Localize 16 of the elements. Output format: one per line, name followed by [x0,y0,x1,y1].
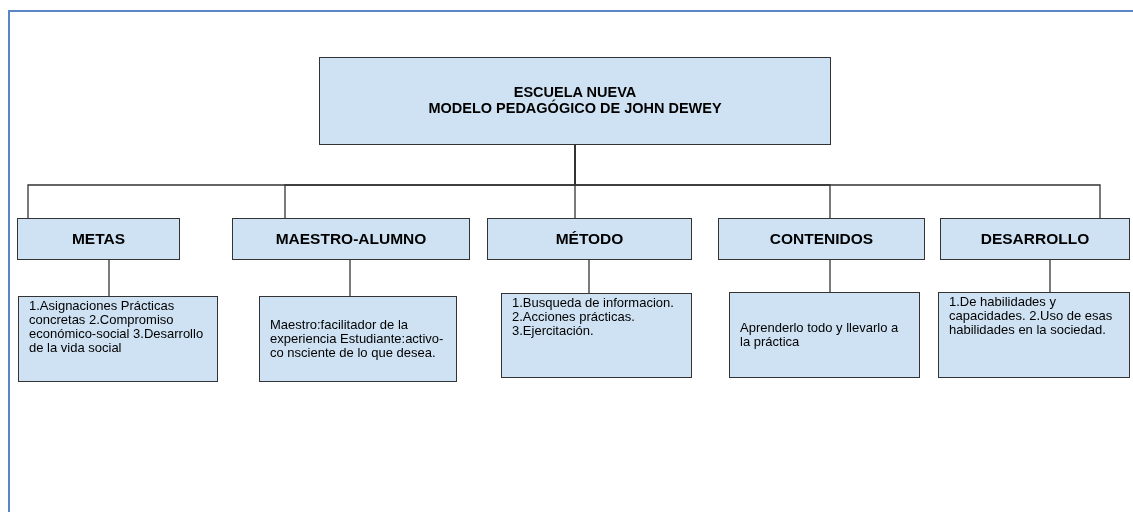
connector-line [588,259,590,294]
connector-line [349,259,351,297]
category-box: METAS [17,218,180,260]
category-box: DESARROLLO [940,218,1130,260]
detail-box: Maestro:facilitador de la experiencia Estudiante:activo-co nsciente de lo que desea. [259,296,457,382]
category-box: MÉTODO [487,218,692,260]
detail-box: 1.De habilidades y capacidades. 2.Uso de esas habilidades en la sociedad. [938,292,1130,378]
detail-box: 1.Asignaciones Prácticas concretas 2.Compromiso económico-social 3.Desarrollo de la vida social [18,296,218,382]
category-box: CONTENIDOS [718,218,925,260]
category-box: MAESTRO-ALUMNO [232,218,470,260]
connector-line [829,259,831,293]
connector-line [108,259,110,297]
title-box: ESCUELA NUEVA MODELO PEDAGÓGICO DE JOHN DEWEY [319,57,831,145]
detail-box: 1.Busqueda de informacion. 2.Acciones prácticas. 3.Ejercitación. [501,293,692,378]
connector-line [1049,259,1051,293]
detail-box: Aprenderlo todo y llevarlo a la práctica [729,292,920,378]
